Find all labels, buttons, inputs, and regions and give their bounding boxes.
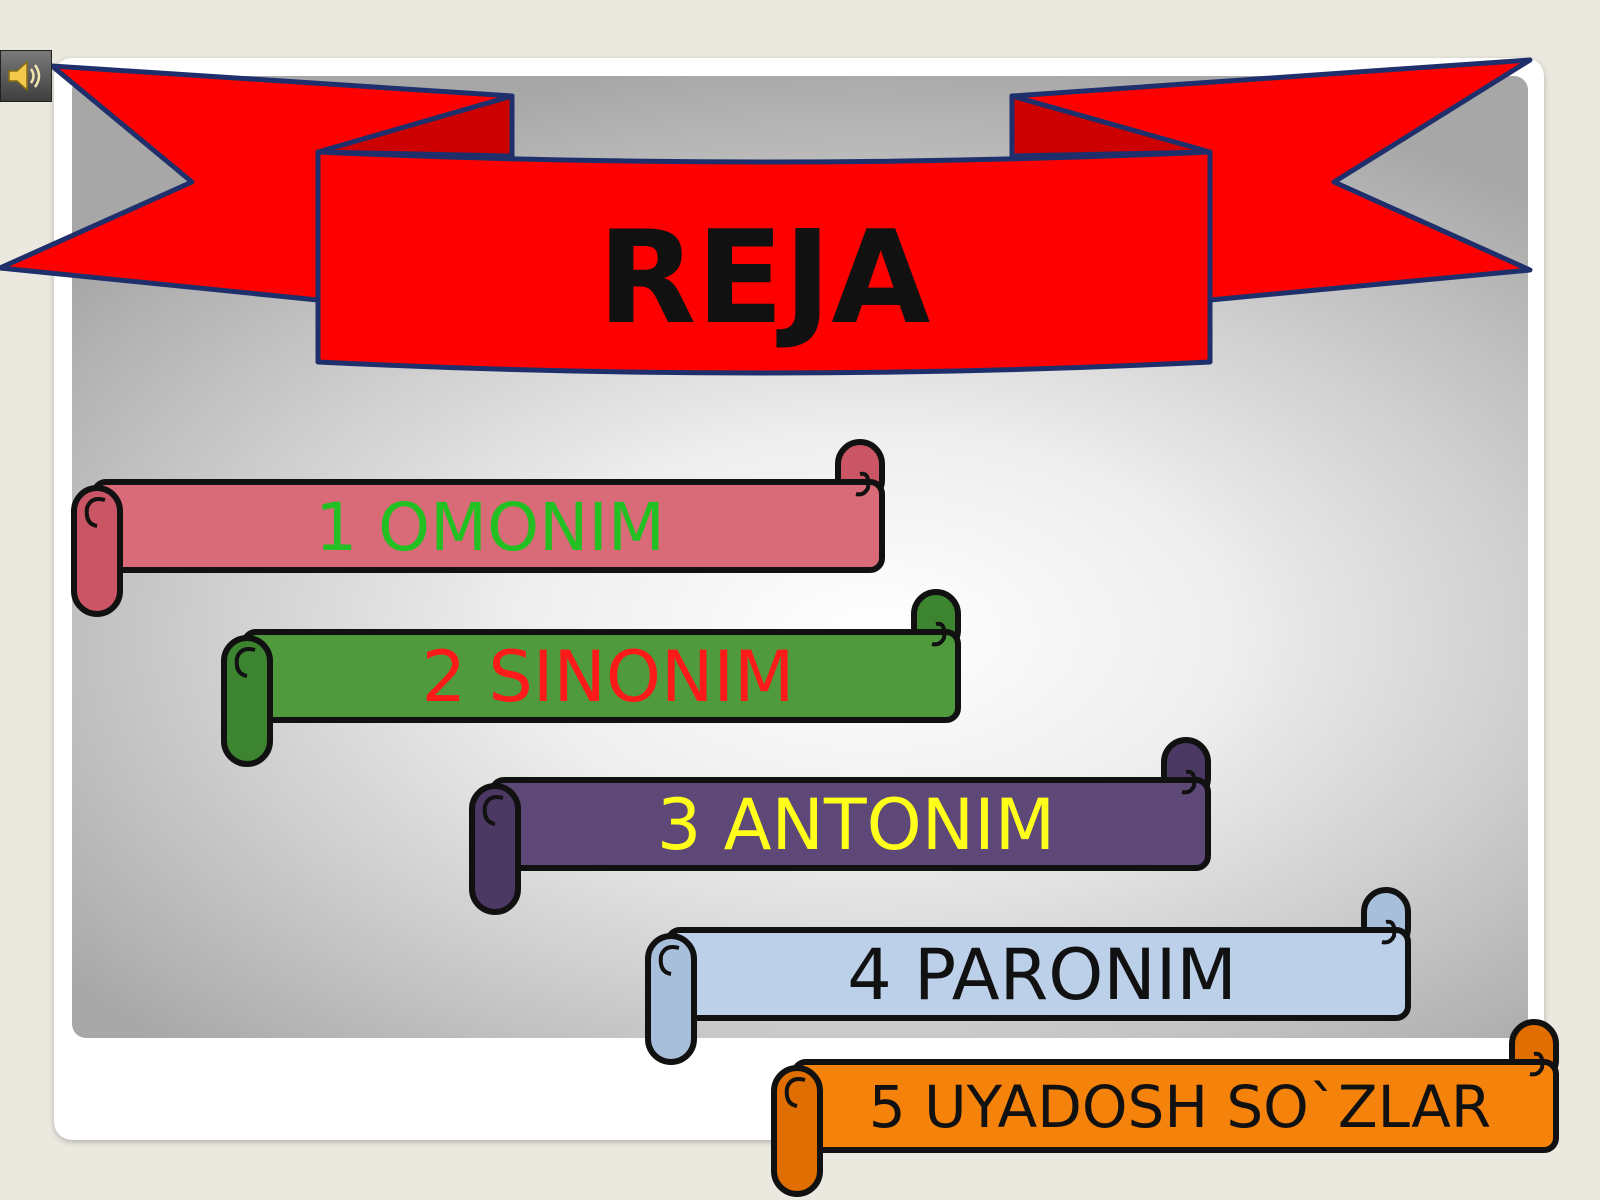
agenda-item-4: 4 PARONIM [645, 887, 1411, 1065]
scroll-curl-swirl [855, 471, 871, 497]
scroll-roll-swirl [658, 945, 680, 976]
title-banner: REJA [0, 57, 1533, 376]
agenda-item-label: 3 ANTONIM [657, 784, 1055, 866]
scroll-curl-swirl [1181, 769, 1197, 795]
agenda-item-label: 4 PARONIM [847, 934, 1237, 1016]
scroll-roll-left [771, 1065, 823, 1197]
scroll-roll-swirl [234, 647, 256, 678]
speaker-glyph [8, 60, 41, 92]
banner-center [315, 149, 1213, 376]
agenda-item-3: 3 ANTONIM [469, 737, 1211, 915]
agenda-item-label: 5 UYADOSH SO`ZLAR [869, 1073, 1491, 1141]
agenda-list: 1 OMONIM 2 SINONIM 3 ANTONIM 4 PARONIM 5 UYA… [71, 439, 1559, 1197]
scroll-roll-swirl [482, 795, 504, 826]
scroll-curl-swirl [931, 621, 947, 647]
scroll-curl-swirl [1529, 1051, 1545, 1077]
slide-title: REJA [598, 204, 931, 353]
scroll-roll-swirl [84, 497, 106, 528]
agenda-item-2: 2 SINONIM [221, 589, 961, 767]
agenda-item-label: 1 OMONIM [315, 489, 665, 566]
scroll-roll-left [469, 783, 521, 915]
scroll-roll-left [71, 485, 123, 617]
agenda-item-5: 5 UYADOSH SO`ZLAR [771, 1019, 1559, 1197]
agenda-item-label: 2 SINONIM [422, 636, 795, 718]
scroll-curl-swirl [1381, 919, 1397, 945]
speaker-icon[interactable] [0, 50, 52, 102]
scroll-roll-left [645, 933, 697, 1065]
agenda-item-1: 1 OMONIM [71, 439, 885, 617]
scroll-roll-swirl [784, 1077, 806, 1108]
scroll-roll-left [221, 635, 273, 767]
